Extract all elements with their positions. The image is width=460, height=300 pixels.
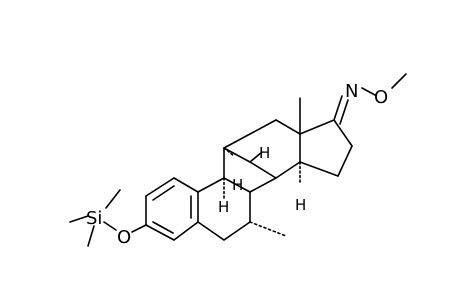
ring-d-bond-4	[299, 161, 339, 177]
aromatic-ring-a	[145, 177, 199, 241]
o-methyl-bond	[391, 73, 407, 89]
stereo-hydrogens: H H H H	[218, 144, 306, 216]
c8-c14-bond	[249, 177, 277, 193]
n-o-bond	[361, 87, 376, 96]
ring-a-bond-2	[145, 177, 175, 197]
ring-d-bond-2	[333, 119, 353, 147]
oxygen-ring-a-bond	[131, 224, 147, 233]
ring-b-bond-5	[197, 221, 225, 241]
h-c8-label: H	[259, 144, 270, 162]
h-c11-label: H	[232, 176, 243, 194]
h-c11-hashed-bond	[223, 147, 235, 157]
silicon-atom-label: Si	[86, 208, 102, 229]
oxime-double-bond-1	[333, 95, 343, 121]
methoxime-group: N O	[333, 73, 407, 125]
ring-c	[223, 97, 301, 193]
ring-c-bond-4	[275, 119, 301, 135]
ring-a-bond-3	[173, 177, 199, 193]
si-oxygen-bond	[103, 221, 117, 231]
c7-methyl-hashed-bond	[249, 221, 287, 237]
si-methyl-left-bond	[69, 215, 89, 223]
ring-a-double-bond-3	[152, 221, 174, 234]
ring-b	[197, 177, 287, 241]
ring-c-bond-6	[275, 161, 301, 179]
ring-d	[299, 119, 353, 177]
ring-d-bond-3	[337, 145, 353, 177]
ring-b-bond-2	[223, 177, 251, 193]
si-methyl-bottom-bond	[87, 225, 95, 247]
ring-d-bond-1	[299, 119, 335, 135]
ring-c-bond-7	[249, 161, 277, 179]
ring-a-bond-5	[173, 221, 199, 241]
trimethylsilyl-group: Si O	[69, 189, 147, 248]
ether-oxygen-atom-label: O	[117, 227, 131, 248]
ring-c-bond-8	[223, 147, 251, 163]
oxime-double-bond-2	[339, 99, 349, 125]
h-c9-label: H	[218, 198, 229, 216]
ring-a-double-bond-1	[152, 185, 175, 201]
si-methyl-top-bond	[105, 189, 121, 209]
ring-b-bond-4	[223, 221, 251, 241]
ring-a-bond-6	[145, 224, 175, 241]
h-c8-wedge-bond	[249, 151, 263, 163]
ring-c-bond-2	[223, 133, 251, 149]
ring-b-bond-1	[197, 177, 225, 193]
h-c14-label: H	[295, 196, 306, 214]
oxime-oxygen-atom-label: O	[374, 87, 388, 108]
ring-c-bond-3	[249, 119, 277, 135]
oxime-nitrogen-atom-label: N	[345, 81, 358, 102]
